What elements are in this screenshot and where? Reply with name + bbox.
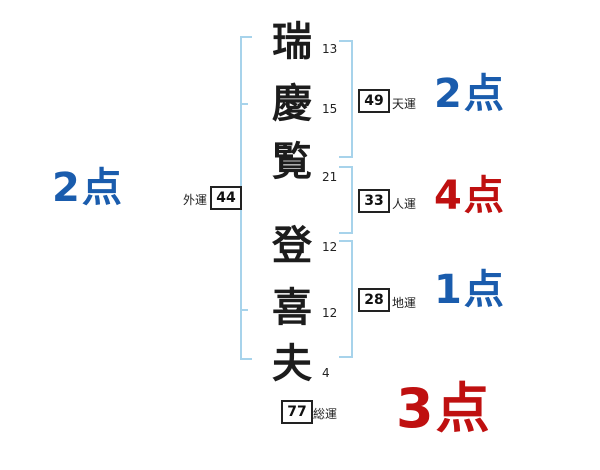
gaiun-bracket-tick: [240, 309, 248, 311]
chiun-bracket-line: [351, 240, 353, 358]
name-character: 覧: [272, 139, 312, 185]
stroke-count: 4: [322, 366, 330, 380]
gaiun-bracket-tick: [240, 103, 248, 105]
name-character: 喜: [272, 285, 312, 331]
stroke-count: 15: [322, 102, 338, 116]
tenun-value-box: 49: [358, 89, 390, 113]
chiun-value-box: 28: [358, 288, 390, 312]
name-character: 登: [272, 223, 312, 269]
stroke-count: 13: [322, 42, 338, 56]
jinun-bracket-tick: [339, 232, 351, 234]
gaiun-bracket-tick: [240, 358, 252, 360]
tenun-score: 2点: [434, 71, 506, 117]
jinun-value-box: 33: [358, 189, 390, 213]
soun-score: 3点: [396, 377, 492, 440]
chiun-score: 1点: [434, 267, 506, 313]
gaiun-label: 外運: [183, 193, 208, 207]
jinun-label: 人運: [392, 197, 417, 211]
chiun-label: 地運: [392, 296, 417, 310]
jinun-bracket-tick: [339, 166, 351, 168]
chiun-bracket-tick: [339, 356, 351, 358]
tenun-bracket-tick: [339, 40, 351, 42]
jinun-bracket-line: [351, 166, 353, 234]
tenun-bracket-line: [351, 40, 353, 158]
gaiun-score: 2点: [52, 165, 124, 211]
name-character: 慶: [272, 81, 312, 127]
soun-value-box: 77: [281, 400, 313, 424]
jinun-score: 4点: [434, 173, 506, 219]
tenun-bracket-tick: [339, 156, 351, 158]
soun-label: 総運: [313, 407, 338, 421]
gaiun-bracket-tick: [240, 36, 252, 38]
stroke-count: 21: [322, 170, 338, 184]
name-character: 夫: [272, 341, 312, 387]
stroke-count: 12: [322, 240, 338, 254]
chiun-bracket-tick: [339, 240, 351, 242]
tenun-label: 天運: [392, 97, 417, 111]
stroke-count: 12: [322, 306, 338, 320]
name-character: 瑞: [272, 19, 312, 65]
gaiun-value-box: 44: [210, 186, 242, 210]
